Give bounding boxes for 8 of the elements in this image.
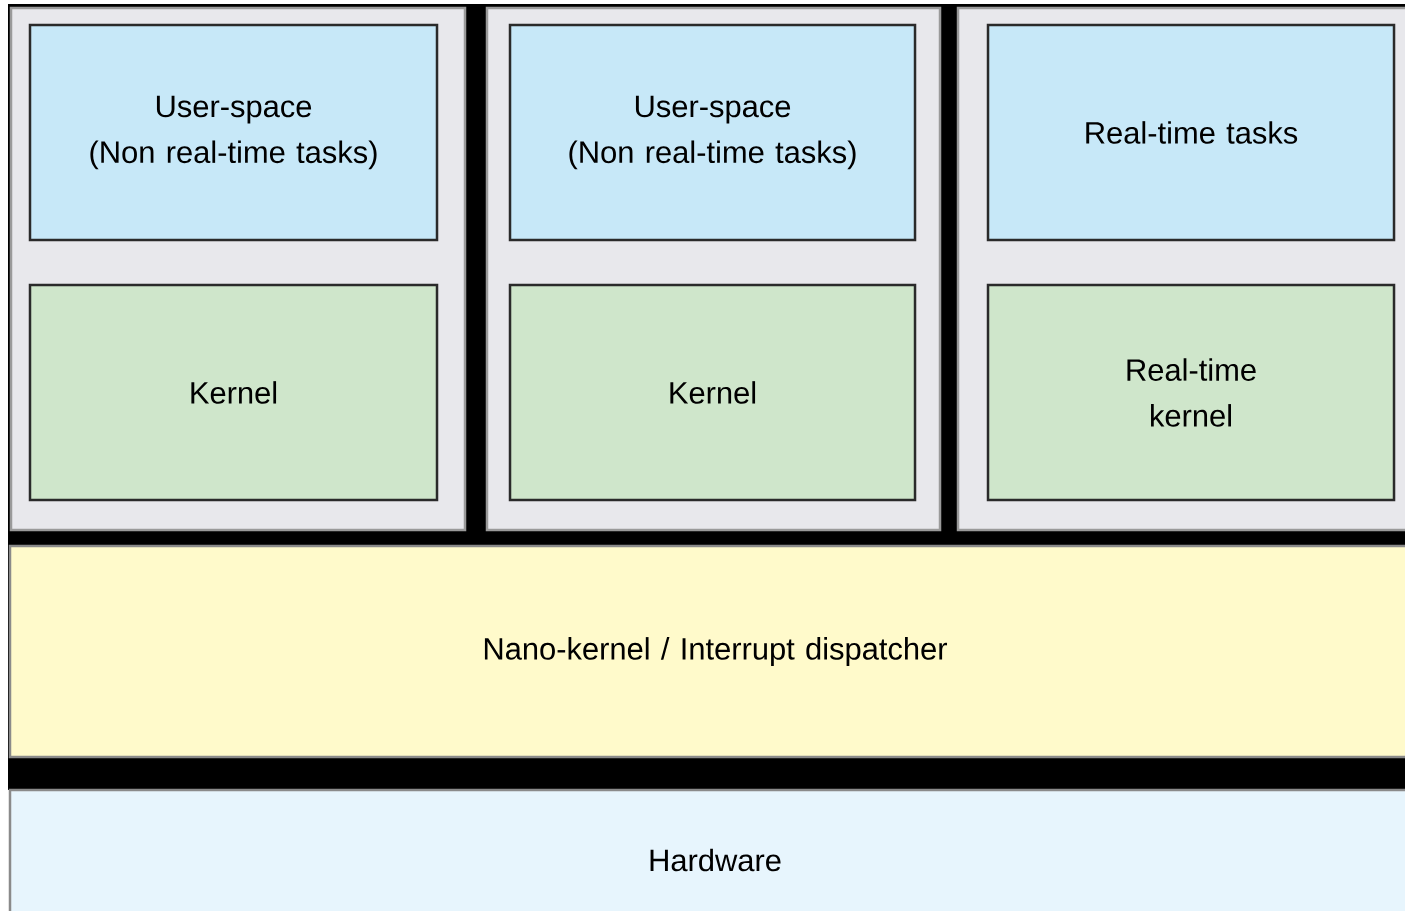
layer-box: Real-time tasks — [986, 23, 1396, 242]
layer-band: Hardware — [8, 788, 1405, 911]
layer-box: User-space (Non real-time tasks) — [508, 23, 917, 242]
layer-box: User-space (Non real-time tasks) — [28, 23, 439, 242]
layer-box: Real-time kernel — [986, 283, 1396, 502]
layer-box: Kernel — [28, 283, 439, 502]
layer-band: Nano-kernel / Interrupt dispatcher — [8, 544, 1405, 759]
layer-box: Kernel — [508, 283, 917, 502]
